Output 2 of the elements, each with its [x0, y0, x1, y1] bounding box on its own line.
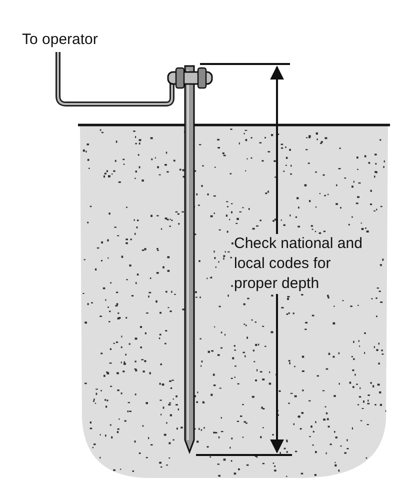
wire-label: To operator: [22, 30, 98, 50]
depth-note: Check national and local codes for proper depth: [234, 234, 376, 294]
